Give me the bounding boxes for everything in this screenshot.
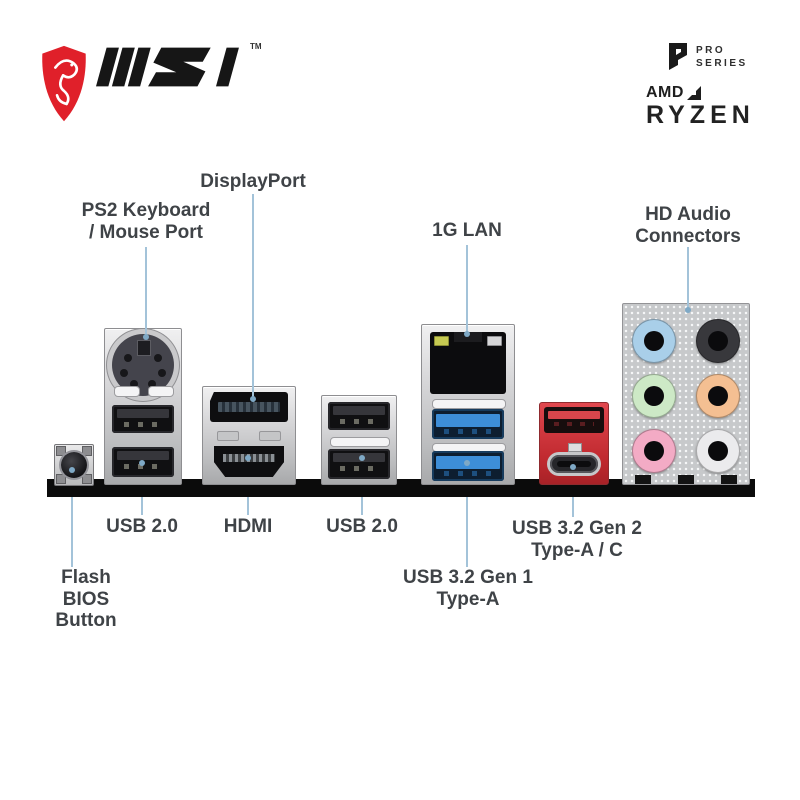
callout-line-usb32-gen1	[466, 463, 468, 567]
callout-dot	[250, 396, 256, 402]
callout-line-displayport	[252, 194, 254, 400]
usb32-gen2-block	[539, 402, 609, 485]
amd-text: AMD	[646, 84, 684, 101]
ryzen-text: RYZEN	[646, 101, 755, 129]
msi-logo: TM	[38, 38, 262, 130]
pro-series-p-icon	[669, 43, 687, 70]
callout-line-flash-bios	[71, 471, 73, 567]
hd-audio-block	[622, 303, 750, 485]
usb2-port-icon	[112, 405, 174, 433]
label-usb2-right: USB 2.0	[326, 516, 398, 537]
callout-dot	[245, 455, 251, 461]
center-sub-jack-icon	[696, 374, 740, 418]
amd-arrow-icon	[686, 86, 701, 100]
bracket-detail	[259, 431, 281, 441]
msi-trademark: TM	[250, 42, 262, 51]
callout-dot	[570, 464, 576, 470]
ps2-port-icon	[112, 334, 174, 396]
callout-dot	[464, 331, 470, 337]
line-out-jack-icon	[632, 374, 676, 418]
ps2-usb2-block	[104, 328, 182, 485]
callout-dot	[464, 460, 470, 466]
label-hdmi: HDMI	[223, 516, 273, 537]
amd-ryzen-logo: AMD RYZEN	[646, 84, 776, 130]
usb2-port-icon	[328, 449, 390, 479]
mic-in-jack-icon	[632, 429, 676, 473]
usb2-port-icon	[328, 402, 390, 430]
callout-line-ps2	[145, 247, 147, 339]
label-usb32-gen2: USB 3.2 Gen 2 Type-A / C	[512, 518, 642, 561]
usb3-gen1-port-icon	[432, 409, 504, 439]
callout-line-audio	[687, 247, 689, 311]
callout-dot	[685, 307, 691, 313]
vent-slot	[330, 437, 390, 447]
callout-dot	[143, 334, 149, 340]
hdmi-port-icon	[214, 446, 284, 477]
label-lan: 1G LAN	[432, 220, 502, 241]
displayport-hdmi-block	[202, 386, 296, 485]
label-ps2: PS2 Keyboard / Mouse Port	[81, 200, 211, 243]
msi-dragon-shield-icon	[42, 45, 86, 122]
side-surround-jack-icon	[696, 429, 740, 473]
rear-surround-jack-icon	[696, 319, 740, 363]
vent-slot	[148, 386, 174, 397]
displayport-icon	[210, 392, 288, 422]
label-flash-bios: Flash BIOS Button	[55, 567, 117, 632]
usb2-dual-block	[321, 395, 397, 485]
vent-slot	[114, 386, 140, 397]
bracket-detail	[217, 431, 239, 441]
flash-bios-button-icon	[54, 444, 94, 486]
msi-wordmark	[96, 47, 239, 87]
line-in-jack-icon	[632, 319, 676, 363]
callout-dot	[69, 467, 75, 473]
bracket-detail	[568, 443, 582, 452]
callout-dot	[359, 455, 365, 461]
label-hd-audio: HD Audio Connectors	[635, 204, 741, 247]
callout-line-lan	[466, 245, 468, 335]
pro-series-line2: SERIES	[696, 58, 748, 69]
pro-series-line1: PRO	[696, 45, 726, 56]
label-usb2-left: USB 2.0	[106, 516, 178, 537]
vent-slot	[432, 399, 506, 409]
pro-series-badge: PRO SERIES	[668, 42, 748, 72]
usb3-gen1-port-icon	[432, 451, 504, 481]
callout-dot	[139, 460, 145, 466]
label-usb32-gen1: USB 3.2 Gen 1 Type-A	[403, 567, 533, 610]
lan-port-icon	[430, 332, 506, 394]
label-displayport: DisplayPort	[200, 171, 306, 192]
usb32-gen2-typea-port-icon	[544, 407, 604, 433]
lan-usb3-block	[421, 324, 515, 485]
